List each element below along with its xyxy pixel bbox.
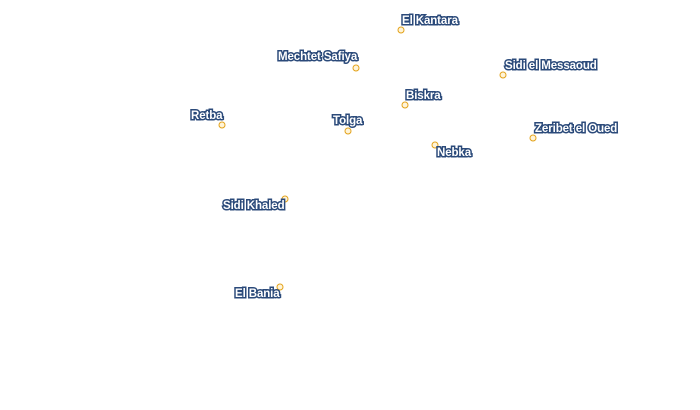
place-marker-sidi-el-messaoud[interactable]: [499, 71, 507, 79]
place-marker-retba[interactable]: [218, 121, 226, 129]
place-marker-el-kantara[interactable]: [397, 26, 405, 34]
place-label-sidi-el-messaoud: Sidi el Messaoud: [504, 59, 599, 73]
place-marker-el-bania[interactable]: [276, 283, 284, 291]
place-label-tolga: Tolga: [331, 114, 363, 128]
place-label-biskra: Biskra: [405, 89, 443, 103]
place-marker-nebka[interactable]: [431, 141, 439, 149]
place-marker-zeribet-el-oued[interactable]: [529, 134, 537, 142]
place-label-mechtet-safiya: Mechtet Safiya: [276, 50, 358, 64]
place-label-nebka: Nebka: [435, 146, 472, 160]
place-label-retba: Retba: [189, 109, 224, 123]
place-marker-sidi-khaled[interactable]: [281, 195, 289, 203]
place-marker-mechtet-safiya[interactable]: [352, 64, 360, 72]
place-marker-biskra[interactable]: [401, 101, 409, 109]
place-label-zeribet-el-oued: Zeribet el Oued: [533, 122, 618, 136]
place-label-sidi-khaled: Sidi Khaled: [222, 199, 287, 213]
place-label-el-kantara: El Kantara: [401, 14, 460, 28]
place-marker-tolga[interactable]: [344, 127, 352, 135]
place-label-el-bania: El Bania: [234, 287, 282, 301]
